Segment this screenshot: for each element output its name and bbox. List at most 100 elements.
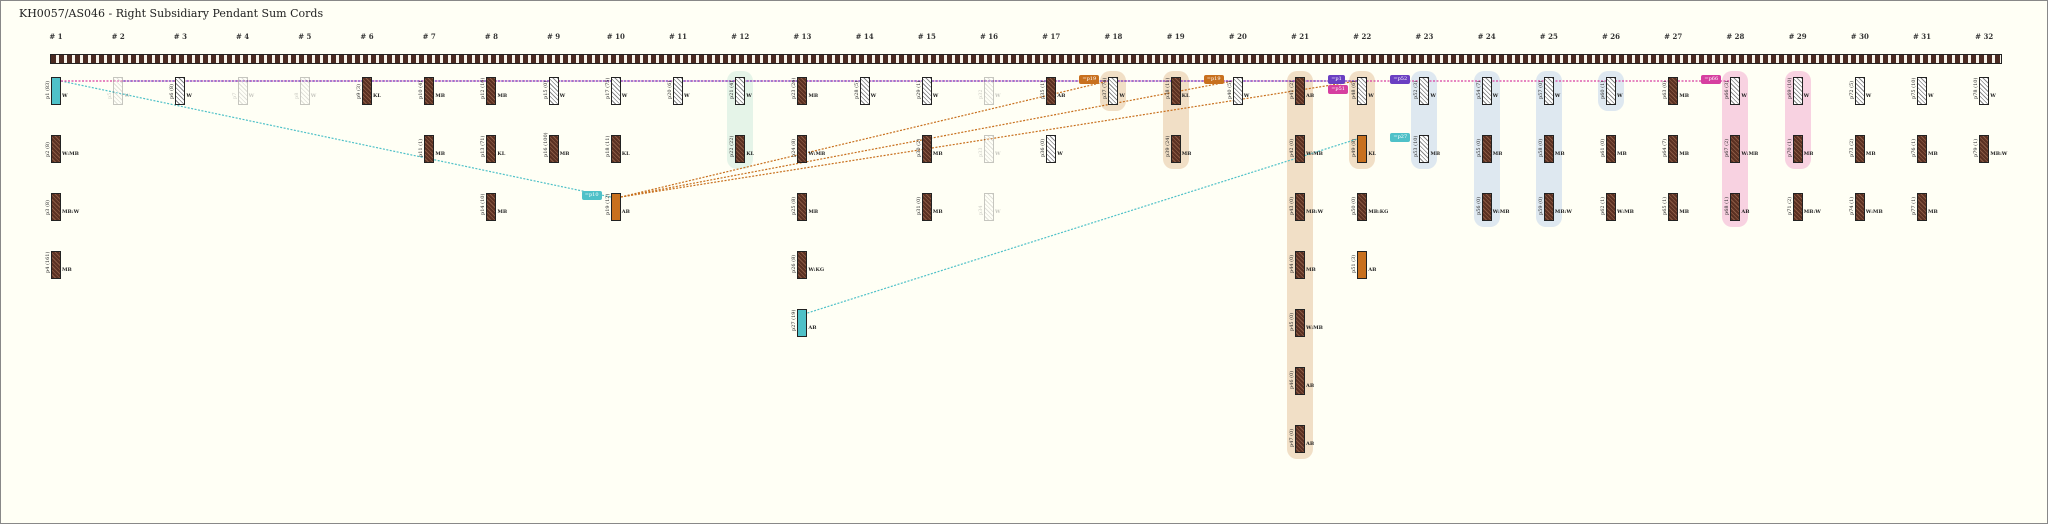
link-tag[interactable]: =p51: [1328, 85, 1348, 94]
pendant-cord[interactable]: [1295, 425, 1305, 453]
pendant-cord[interactable]: [1730, 193, 1741, 221]
pendant-cord[interactable]: [1854, 135, 1865, 163]
pendant-cord[interactable]: [486, 77, 497, 105]
pendant-cord[interactable]: [1046, 77, 1057, 105]
pendant-cord[interactable]: [1668, 193, 1679, 221]
cord-color-code: W: [1803, 93, 1810, 99]
pendant-cord[interactable]: [984, 193, 994, 221]
pendant-cord[interactable]: [1046, 135, 1057, 163]
pendant-cord[interactable]: [984, 135, 994, 163]
pendant-cord[interactable]: [51, 193, 61, 221]
pendant-cord[interactable]: [1854, 77, 1865, 105]
pendant-cord[interactable]: [548, 135, 559, 163]
cord-color-code: W: [1243, 93, 1250, 99]
cord-color-code: MB: [1803, 151, 1814, 157]
pendant-cord[interactable]: [797, 135, 808, 163]
link-tag[interactable]: =p1: [1328, 75, 1345, 84]
pendant-cord[interactable]: [424, 135, 435, 163]
pendant-cord[interactable]: [1295, 135, 1305, 163]
pendant-cord[interactable]: [175, 77, 186, 105]
column-label: # 15: [917, 32, 936, 41]
pendant-cord[interactable]: [610, 77, 621, 105]
column-label: # 24: [1477, 32, 1496, 41]
pendant-cord[interactable]: [1917, 193, 1927, 221]
pendant-cord[interactable]: [1295, 77, 1305, 105]
pendant-cord[interactable]: [1730, 135, 1741, 163]
pendant-cord[interactable]: [1606, 135, 1616, 163]
link-tag[interactable]: =p27: [1390, 133, 1411, 142]
pendant-cord[interactable]: [610, 135, 621, 163]
pendant-cord[interactable]: [921, 135, 932, 163]
pendant-cord[interactable]: [1357, 251, 1368, 279]
pendant-cord[interactable]: [1543, 77, 1554, 105]
pendant-cord[interactable]: [1854, 193, 1865, 221]
cord-label: p9 (3): [356, 84, 362, 99]
pendant-cord[interactable]: [1979, 77, 1990, 105]
pendant-cord[interactable]: [673, 77, 683, 105]
pendant-cord[interactable]: [921, 193, 932, 221]
pendant-cord[interactable]: [1108, 77, 1119, 105]
pendant-cord[interactable]: [735, 77, 746, 105]
pendant-cord[interactable]: [486, 193, 497, 221]
cord-color-code: W:MB: [1865, 209, 1883, 215]
pendant-cord[interactable]: [1357, 193, 1368, 221]
pendant-cord[interactable]: [51, 135, 61, 163]
pendant-cord[interactable]: [299, 77, 310, 105]
pendant-cord[interactable]: [797, 309, 808, 337]
pendant-cord[interactable]: [1792, 193, 1803, 221]
pendant-cord[interactable]: [1481, 193, 1492, 221]
pendant-cord[interactable]: [984, 77, 994, 105]
cord-id: p75 (10): [1911, 77, 1917, 99]
pendant-cord[interactable]: [797, 77, 808, 105]
pendant-cord[interactable]: [51, 77, 61, 105]
pendant-cord[interactable]: [859, 77, 870, 105]
pendant-cord[interactable]: [1419, 135, 1430, 163]
pendant-cord[interactable]: [1606, 77, 1616, 105]
pendant-cord[interactable]: [548, 77, 559, 105]
link-tag[interactable]: =p52: [1390, 75, 1411, 84]
link-tag[interactable]: =p10: [581, 191, 602, 200]
pendant-cord[interactable]: [921, 77, 932, 105]
pendant-cord[interactable]: [1295, 251, 1305, 279]
pendant-cord[interactable]: [1730, 77, 1741, 105]
pendant-cord[interactable]: [1419, 77, 1430, 105]
pendant-cord[interactable]: [1792, 135, 1803, 163]
pendant-cord[interactable]: [1481, 135, 1492, 163]
pendant-cord[interactable]: [1917, 77, 1927, 105]
pendant-cord[interactable]: [1357, 135, 1368, 163]
pendant-cord[interactable]: [1295, 367, 1305, 395]
pendant-cord[interactable]: [237, 77, 248, 105]
cord-label: p32: [978, 89, 984, 99]
pendant-cord[interactable]: [797, 251, 808, 279]
pendant-cord[interactable]: [1543, 193, 1554, 221]
pendant-cord[interactable]: [1232, 77, 1243, 105]
link-tag[interactable]: =p66: [1701, 75, 1722, 84]
pendant-cord[interactable]: [1668, 77, 1679, 105]
pendant-cord[interactable]: [735, 135, 746, 163]
pendant-cord[interactable]: [1170, 135, 1181, 163]
cord-color-code: AB: [621, 209, 630, 215]
pendant-cord[interactable]: [51, 251, 61, 279]
pendant-cord[interactable]: [1543, 135, 1554, 163]
pendant-cord[interactable]: [797, 193, 808, 221]
pendant-cord[interactable]: [486, 135, 497, 163]
cord-label: p45 (0): [1289, 313, 1295, 331]
pendant-cord[interactable]: [362, 77, 372, 105]
pendant-cord[interactable]: [1606, 193, 1616, 221]
pendant-cord[interactable]: [1295, 193, 1305, 221]
link-tag[interactable]: =p19: [1203, 75, 1224, 84]
pendant-cord[interactable]: [1481, 77, 1492, 105]
pendant-cord[interactable]: [1668, 135, 1679, 163]
pendant-cord[interactable]: [424, 77, 435, 105]
pendant-cord[interactable]: [1170, 77, 1181, 105]
pendant-cord[interactable]: [1792, 77, 1803, 105]
pendant-cord[interactable]: [1979, 135, 1990, 163]
cord-label: p41 (2): [1289, 81, 1295, 99]
link-tag[interactable]: =p19: [1079, 75, 1100, 84]
cord-id: p8: [293, 92, 300, 99]
pendant-cord[interactable]: [1295, 309, 1305, 337]
pendant-cord[interactable]: [1917, 135, 1927, 163]
pendant-cord[interactable]: [1357, 77, 1368, 105]
pendant-cord[interactable]: [113, 77, 124, 105]
pendant-cord[interactable]: [610, 193, 621, 221]
